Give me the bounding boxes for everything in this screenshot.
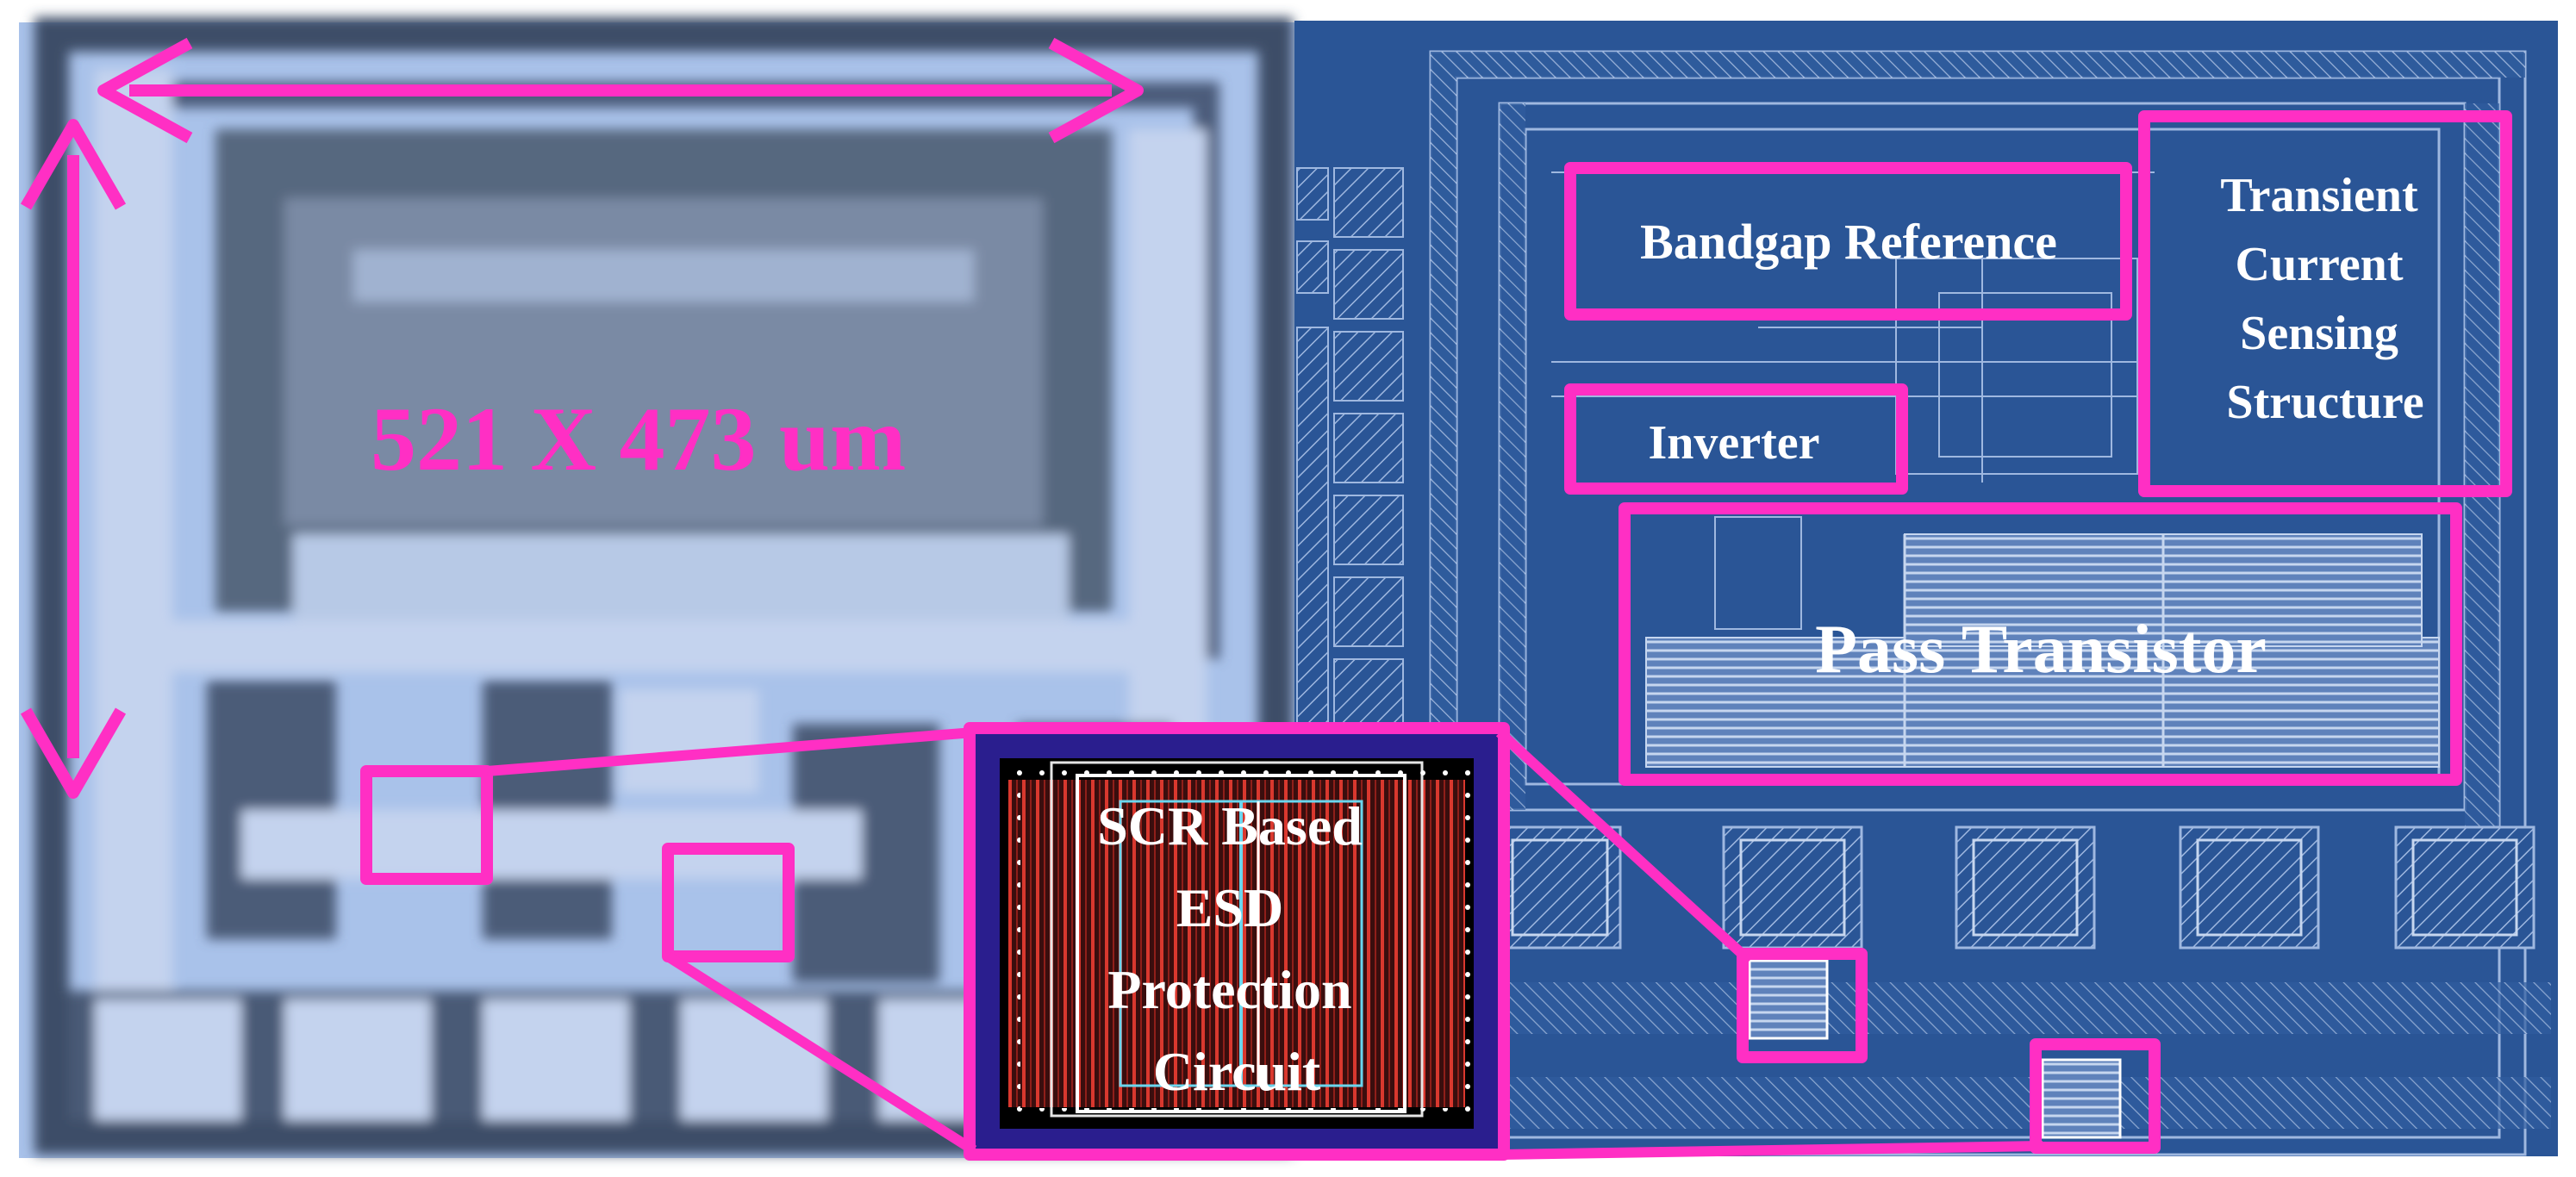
scr-label: SCR Based ESD Protection Circuit (1097, 795, 1376, 1102)
pass-transistor-label: Pass Transistor (1815, 612, 2267, 688)
esd-source-box-1 (360, 765, 493, 885)
transient-line-3: Sensing (2240, 307, 2398, 360)
esd-inset (974, 732, 1500, 1155)
dimension-label: 521 X 473 um (371, 389, 906, 489)
annotations (20, 37, 2512, 1161)
bandgap-label: Bandgap Reference (1640, 214, 2057, 270)
bandgap-box (1564, 162, 2132, 321)
scr-line-4: Circuit (1153, 1041, 1321, 1102)
inverter-box (1564, 383, 1908, 495)
transient-label: Transient Current Sensing Structure (2220, 169, 2429, 429)
scr-line-2: ESD (1176, 877, 1284, 938)
esd-source-box-2 (662, 843, 795, 962)
transient-line-4: Structure (2226, 376, 2423, 429)
transient-box (2138, 110, 2512, 497)
esd-pad-box-1 (1737, 948, 1868, 1063)
scr-line-1: SCR Based (1097, 795, 1363, 856)
transient-line-1: Transient (2220, 169, 2418, 222)
pass-transistor-box (1619, 502, 2462, 786)
inverter-label: Inverter (1648, 416, 1819, 470)
esd-pad-box-2 (2030, 1038, 2161, 1154)
transient-line-2: Current (2236, 238, 2404, 291)
scr-line-3: Protection (1107, 959, 1351, 1020)
